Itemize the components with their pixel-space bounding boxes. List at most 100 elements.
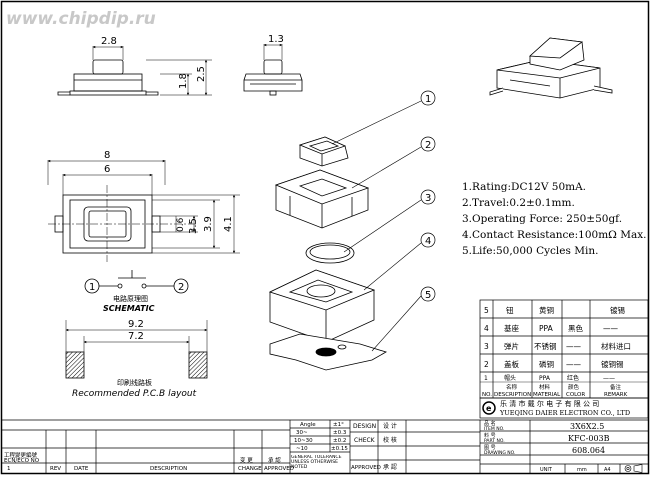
- bom-header-desc: DESCRIPTION: [494, 392, 531, 398]
- check-label: CHECK: [354, 437, 376, 444]
- bom-header: NO. 名称 DESCRIPTION 材料 MATERIAL 颜色 COLOR …: [482, 383, 628, 398]
- company-name-cn: 乐 清 市 戴 尔 电 子 有 限 公 司: [500, 399, 599, 408]
- callout-3: 3: [425, 193, 431, 204]
- dim-plan-h1: 3.5: [188, 218, 199, 234]
- unit-value: mm: [577, 467, 587, 473]
- bom-header-remark: REMARK: [604, 392, 628, 398]
- bom-row-color: 黑色: [568, 323, 583, 333]
- bom-row-no: 5: [484, 306, 489, 315]
- item-label-en: ITEM NO.: [484, 426, 504, 432]
- bom-row-desc: 基座: [504, 323, 519, 333]
- item-label-cn: 品 名: [484, 420, 496, 427]
- part-value: KFC-003B: [568, 434, 610, 443]
- plan-view: [47, 159, 240, 262]
- spec-line-3: 3.Operating Force: 250±50gf.: [462, 213, 622, 225]
- pcb-label-cn: 印刷线路板: [117, 378, 152, 387]
- approved-label: APPROVED: [351, 465, 381, 471]
- design-cn: 设 计: [383, 422, 397, 430]
- company-name-en: YUEQING DAIER ELECTRON CO., LTD: [499, 409, 630, 417]
- schematic-pin-1: 1: [89, 282, 95, 293]
- pcb-pad-left: [66, 352, 84, 378]
- tol-range-1: 30~: [296, 430, 308, 436]
- dim-top-h1: 1.8: [178, 73, 189, 89]
- callout-circles: [420, 90, 436, 302]
- unit-label: UNIT: [540, 467, 553, 473]
- dim-top-width: 2.8: [101, 36, 117, 47]
- schematic-symbol: [84, 270, 189, 294]
- general-tolerance-wrap: GENERAL TOLERANCE UNLESS OTHERWISE NOTED: [291, 455, 342, 471]
- side-view: [243, 43, 303, 96]
- bom-row-desc: 帽头: [504, 374, 516, 382]
- bom-row-mat: PPA: [539, 375, 551, 382]
- bom-row-mat: 黄铜: [539, 305, 554, 315]
- bom-row-mat: PPA: [539, 324, 554, 333]
- size-value: A4: [604, 467, 611, 473]
- tol-value-2: ±0.2: [333, 438, 346, 444]
- dim-pcb-w1: 9.2: [128, 319, 144, 330]
- company-band: [479, 397, 649, 419]
- bom-row-no: 2: [484, 360, 489, 369]
- spec-list: 1.Rating:DC12V 50mA. 2.Travel:0.2±0.1mm.…: [462, 181, 647, 257]
- spec-line-4: 4.Contact Resistance:100mΩ Max.: [462, 229, 647, 241]
- pcb-label: Recommended P.C.B layout: [72, 389, 197, 399]
- bom-row-remark: 材料进口: [601, 341, 631, 351]
- drawing-label-cn: 图 号: [484, 445, 496, 451]
- title-block: [2, 419, 648, 473]
- company-logo-icon: e: [486, 404, 492, 413]
- bom-header-desc-cn: 名称: [506, 383, 518, 391]
- bom-header-no: NO.: [482, 392, 492, 398]
- schematic-label-cn: 电路原理图: [113, 294, 148, 303]
- bom-row-no: 3: [484, 342, 489, 351]
- bom-row-remark: 镀锡: [610, 305, 625, 315]
- item-block: 品 名 ITEM NO. 3X6X2.5 料 号 PART NO. KFC-00…: [484, 420, 611, 473]
- bom-rows: 5 钮 黄铜 镀锡 4 基座 PPA 黑色 —— 3 弹片 不锈钢 —— 材料进…: [484, 305, 631, 382]
- bom-header-mat: MATERIAL: [533, 392, 561, 398]
- bom-row-color: 红色: [567, 374, 579, 382]
- bom-header-mat-cn: 材料: [539, 383, 551, 391]
- bom-row-no: 1: [484, 375, 488, 382]
- general-tolerance: GENERAL TOLERANCE UNLESS OTHERWISE NOTED: [291, 455, 342, 471]
- callout-4: 4: [425, 236, 431, 247]
- bom-header-color-cn: 颜色: [568, 383, 580, 391]
- description-label: DESCRIPTION: [150, 466, 187, 472]
- assembled-3d-view: [489, 37, 613, 99]
- callout-5: 5: [425, 290, 431, 301]
- bom-row-remark: 镀铜锡: [601, 359, 624, 369]
- spec-line-2: 2.Travel:0.2±0.1mm.: [462, 197, 575, 209]
- bom-row-desc: 弹片: [504, 341, 519, 351]
- bom-row-mat: 不锈钢: [534, 341, 557, 351]
- bom-header-remark-cn: 备注: [610, 383, 622, 391]
- tol-value-3: ±0.15: [331, 446, 348, 452]
- tol-range-3: ~10: [296, 446, 308, 452]
- sheet-no: 1: [7, 466, 11, 472]
- tol-range-2: 10~30: [294, 438, 313, 444]
- bom-row-desc: 盖板: [504, 359, 519, 369]
- check-cn: 校 核: [383, 436, 397, 444]
- approved-cn: 承 認: [383, 463, 397, 471]
- schematic-pin-2: 2: [178, 282, 184, 293]
- callout-2: 2: [425, 140, 431, 151]
- sign-cn: 承 認: [268, 456, 281, 464]
- revision-block: 工程變更編號 ECN/ECO NO 1 REV DATE DESCRIPTION…: [4, 451, 294, 472]
- bom-row-color: ——: [566, 360, 582, 369]
- projection-icon: [624, 464, 643, 473]
- sign-en: APPROVED: [264, 466, 294, 472]
- dim-plan-w2: 6: [104, 164, 110, 175]
- bom-row-remark: ——: [603, 375, 615, 382]
- item-value: 3X6X2.5: [570, 422, 604, 431]
- rev-no-cn: 工程變更編號: [4, 451, 38, 459]
- schematic-label: SCHEMATIC: [103, 304, 155, 313]
- approval-block: DESIGN 设 计 CHECK 校 核 APPROVED 承 認: [351, 422, 397, 471]
- dim-side-width: 1.3: [268, 34, 284, 45]
- bom-row-remark: ——: [603, 324, 619, 333]
- change-en: CHANGE: [238, 466, 262, 472]
- dim-plan-w1: 8: [104, 150, 110, 161]
- exploded-view: [268, 136, 388, 371]
- design-label: DESIGN: [353, 423, 376, 430]
- drawing-value: 608.064: [572, 446, 605, 455]
- bom-row-no: 4: [484, 324, 489, 333]
- dim-plan-d1: 0.6: [176, 217, 186, 232]
- front-view: [57, 45, 212, 96]
